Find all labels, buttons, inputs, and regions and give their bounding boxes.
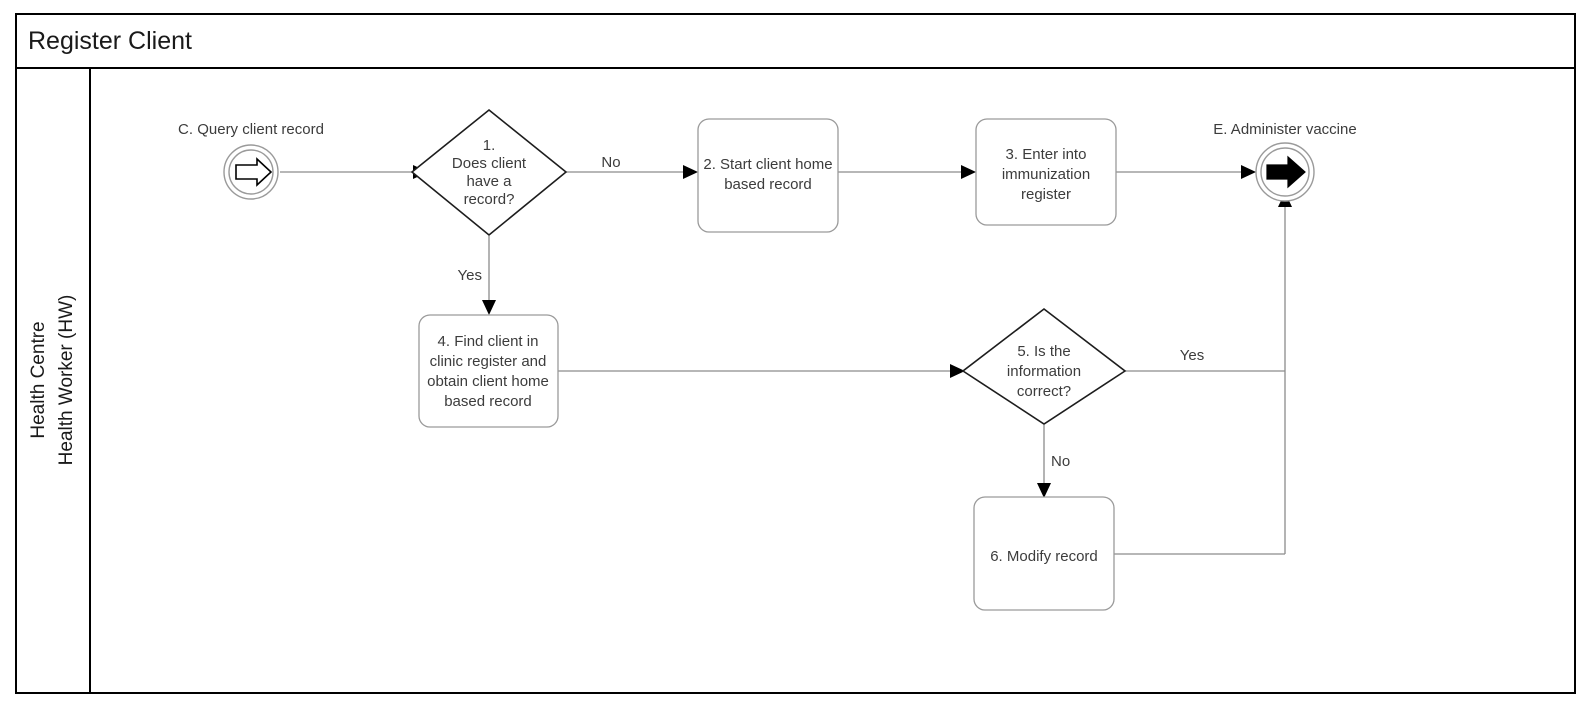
gateway-5-line-2: information — [1007, 363, 1081, 380]
gateway-is-information-correct[interactable]: 5. Is the information correct? — [961, 307, 1127, 425]
task-6-line-1: 6. Modify record — [990, 548, 1098, 565]
flow-label-no-gateway5: No — [1051, 453, 1070, 470]
gateway-1-line-1: 1. — [483, 137, 496, 154]
flow-task6-to-riser — [1114, 371, 1286, 555]
start-event[interactable]: C. Query client record — [178, 121, 324, 200]
end-event-label: E. Administer vaccine — [1213, 121, 1356, 138]
flow-label-yes-gateway1: Yes — [458, 267, 482, 284]
task-find-client-in-clinic-register[interactable]: 4. Find client in clinic register and ob… — [418, 314, 559, 428]
task-4-line-2: clinic register and — [430, 353, 547, 370]
flow-gateway1-yes-to-task4: Yes — [458, 236, 496, 315]
lane-label-line2: Health Worker (HW) — [56, 295, 77, 466]
flow-label-yes-gateway5: Yes — [1180, 347, 1204, 364]
task-4-line-4: based record — [444, 393, 532, 410]
task-3-line-1: 3. Enter into — [1006, 146, 1087, 163]
task-enter-into-immunization-register[interactable]: 3. Enter into immunization register — [975, 118, 1117, 226]
gateway-5-line-1: 5. Is the — [1017, 343, 1070, 360]
flow-gateway1-no-to-task2: No — [560, 154, 698, 179]
page-title: Register Client — [28, 27, 192, 55]
arrow-right-solid-icon — [1266, 155, 1306, 189]
pool-frame — [15, 13, 1576, 694]
gateway-5-line-3: correct? — [1017, 383, 1071, 400]
task-2-line-1: 2. Start client home — [703, 156, 832, 173]
task-2-line-2: based record — [724, 176, 812, 193]
task-modify-record[interactable]: 6. Modify record — [973, 496, 1115, 611]
flow-label-no-gateway1: No — [601, 154, 620, 171]
start-event-label: C. Query client record — [178, 121, 324, 138]
end-event[interactable]: E. Administer vaccine — [1213, 121, 1357, 202]
task-start-client-home-based-record[interactable]: 2. Start client home based record — [697, 118, 839, 233]
gateway-1-line-4: record? — [464, 191, 515, 208]
task-4-line-3: obtain client home — [427, 373, 549, 390]
lane-label: Health Centre Health Worker (HW) — [28, 295, 77, 466]
flow-task3-to-end — [1116, 165, 1256, 179]
task-4-line-1: 4. Find client in — [438, 333, 539, 350]
arrow-right-hollow-icon — [235, 157, 273, 187]
flow-start-to-gateway1 — [280, 165, 428, 179]
gateway-1-line-2: Does client — [452, 155, 527, 172]
flow-gateway5-no-to-task6: No — [1037, 425, 1070, 498]
flow-task4-to-gateway5 — [558, 364, 965, 378]
task-3-line-3: register — [1021, 186, 1071, 203]
flow-gateway5-yes-to-end: Yes — [1125, 192, 1292, 372]
task-3-line-2: immunization — [1002, 166, 1090, 183]
lane-label-line1: Health Centre — [28, 321, 49, 438]
flow-task2-to-task3 — [838, 165, 976, 179]
gateway-1-line-3: have a — [466, 173, 512, 190]
gateway-does-client-have-record[interactable]: 1. Does client have a record? — [410, 108, 568, 237]
